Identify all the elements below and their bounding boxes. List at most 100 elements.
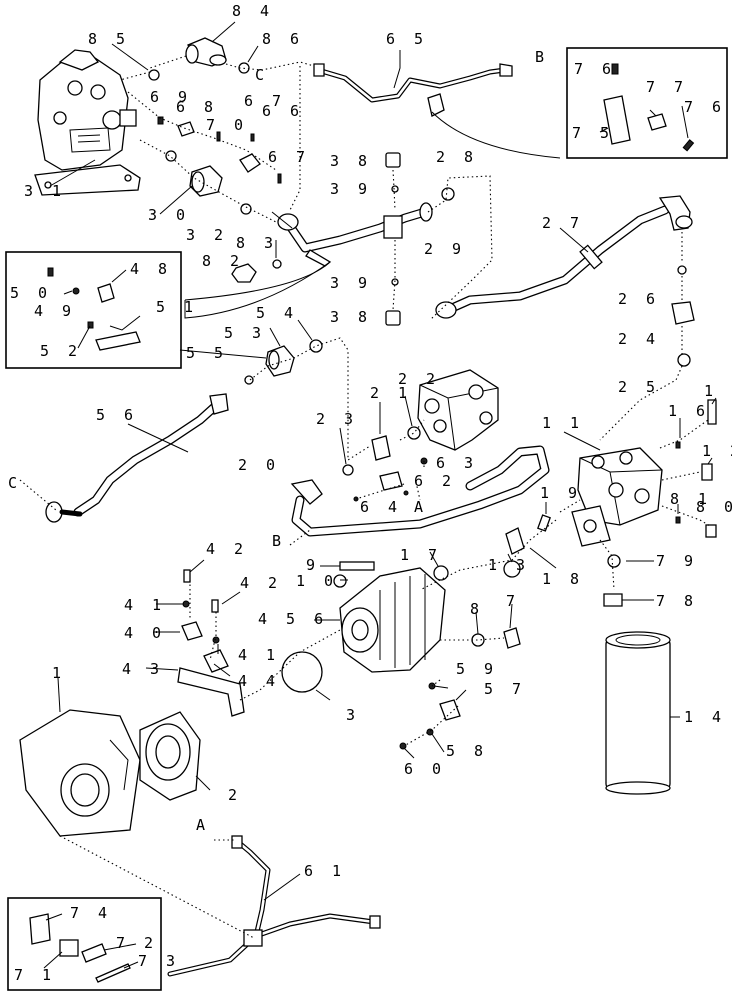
- inset-box-bracket-top-right: [566, 47, 728, 159]
- hydraulic-pump-456: [339, 567, 446, 673]
- callout-28: 2 8: [436, 148, 478, 166]
- fitting-7: [503, 627, 521, 649]
- nut-38-bottom: [385, 310, 401, 326]
- pressure-valve-block: [417, 369, 499, 451]
- callout-B-top: B: [535, 48, 549, 66]
- callout-12: 1 2: [702, 442, 732, 460]
- clip-40: [181, 621, 203, 641]
- callout-29: 2 9: [424, 240, 466, 258]
- callout-58: 5 8: [446, 742, 488, 760]
- o-ring-17: [433, 565, 449, 581]
- callout-11: 1 1: [542, 414, 584, 432]
- bracket-18: [505, 527, 525, 555]
- fittings-66-70: [157, 116, 282, 184]
- callout-52: 5 2: [40, 342, 82, 360]
- callout-81: 8 1: [670, 490, 712, 508]
- callout-38b: 3 8: [330, 308, 372, 326]
- callout-43: 4 3: [122, 660, 164, 678]
- spring-12: [701, 463, 713, 481]
- bolt-42b: [211, 599, 219, 613]
- callout-70: 7 0: [206, 116, 248, 134]
- callout-27: 2 7: [542, 214, 584, 232]
- callout-67b: 6 7: [268, 148, 310, 166]
- bolt-9: [339, 561, 375, 571]
- plug-60: [399, 742, 407, 750]
- tee-manifold-29: [184, 202, 433, 319]
- callout-44: 4 4: [238, 672, 280, 690]
- adapter-24: [671, 301, 695, 325]
- callout-2: 2: [228, 786, 242, 804]
- inset-clip-51: [47, 267, 141, 351]
- spring-15: [707, 399, 717, 425]
- callout-9: 9: [306, 556, 320, 574]
- callout-85: 8 5: [88, 30, 130, 48]
- assembly-lines: [19, 55, 711, 939]
- hose-27: [435, 195, 693, 319]
- fitting-62: [379, 471, 403, 491]
- callout-10: 1 0: [296, 572, 338, 590]
- o-ring-55: [244, 375, 254, 385]
- washer-41b: [212, 636, 220, 644]
- callout-41b: 4 1: [238, 646, 280, 664]
- callout-C-top: C: [255, 66, 269, 84]
- callout-24: 2 4: [618, 330, 660, 348]
- callout-57: 5 7: [484, 680, 526, 698]
- plug-81: [675, 516, 681, 524]
- callout-49: 4 9: [34, 302, 76, 320]
- callout-25: 2 5: [618, 378, 660, 396]
- callout-22: 2 2: [398, 370, 440, 388]
- callout-40: 4 0: [124, 624, 166, 642]
- washer-10: [333, 574, 347, 588]
- callout-26: 2 6: [618, 290, 660, 308]
- o-ring-85: [148, 69, 160, 81]
- o-ring-25: [677, 353, 691, 367]
- callout-42a: 4 2: [206, 540, 248, 558]
- tube-65: [313, 63, 561, 159]
- callout-55: 5 5: [186, 344, 228, 362]
- callout-64: 6 4: [360, 498, 402, 516]
- callout-30: 3 0: [148, 206, 190, 224]
- inset-labels-left: 4 8 5 0 4 9 5 1 5 2: [10, 260, 193, 360]
- callout-56: 5 6: [96, 406, 138, 424]
- bolt-19: [537, 514, 551, 532]
- callout-41a: 4 1: [124, 596, 166, 614]
- callout-48: 4 8: [130, 260, 172, 278]
- callout-83: 8 3: [236, 234, 278, 252]
- callout-76-right: 7 6: [684, 98, 726, 116]
- callout-C-mid: C: [8, 474, 22, 492]
- callout-82: 8 2: [202, 252, 244, 270]
- inset-bracket-75: [603, 63, 695, 152]
- callout-65: 6 5: [386, 30, 428, 48]
- plug-78: [603, 593, 623, 607]
- elbow-57: [439, 699, 461, 721]
- callout-76-top: 7 6: [574, 60, 616, 78]
- leader-lines: [43, 21, 717, 969]
- front-housing-1: [19, 709, 141, 837]
- callout-69: 6 9: [150, 88, 192, 106]
- adapter-30: [189, 165, 223, 197]
- callout-62: 6 2: [414, 472, 456, 490]
- o-ring-26: [677, 265, 687, 275]
- nut-38-top: [385, 152, 401, 168]
- adapter-housing-2: [139, 711, 201, 801]
- callout-72: 7 2: [116, 934, 158, 952]
- o-ring-54: [309, 339, 323, 353]
- callout-8: 8: [470, 600, 484, 618]
- callout-38a: 3 8: [330, 152, 372, 170]
- callout-A-mid: A: [414, 498, 428, 516]
- callout-80: 8 0: [696, 498, 732, 516]
- o-ring-3: [281, 651, 323, 693]
- callout-50: 5 0: [10, 284, 52, 302]
- adapter-21: [371, 435, 391, 461]
- callout-60: 6 0: [404, 760, 446, 778]
- callout-21: 2 1: [370, 384, 412, 402]
- o-ring-8: [471, 633, 485, 647]
- callout-18: 1 8: [542, 570, 584, 588]
- callout-A-bottom: A: [196, 816, 210, 834]
- callout-78: 7 8: [656, 592, 698, 610]
- callout-77: 7 7: [646, 78, 688, 96]
- callout-39a: 3 9: [330, 180, 372, 198]
- callout-68: 6 8: [176, 98, 218, 116]
- callout-17: 1 7: [400, 546, 442, 564]
